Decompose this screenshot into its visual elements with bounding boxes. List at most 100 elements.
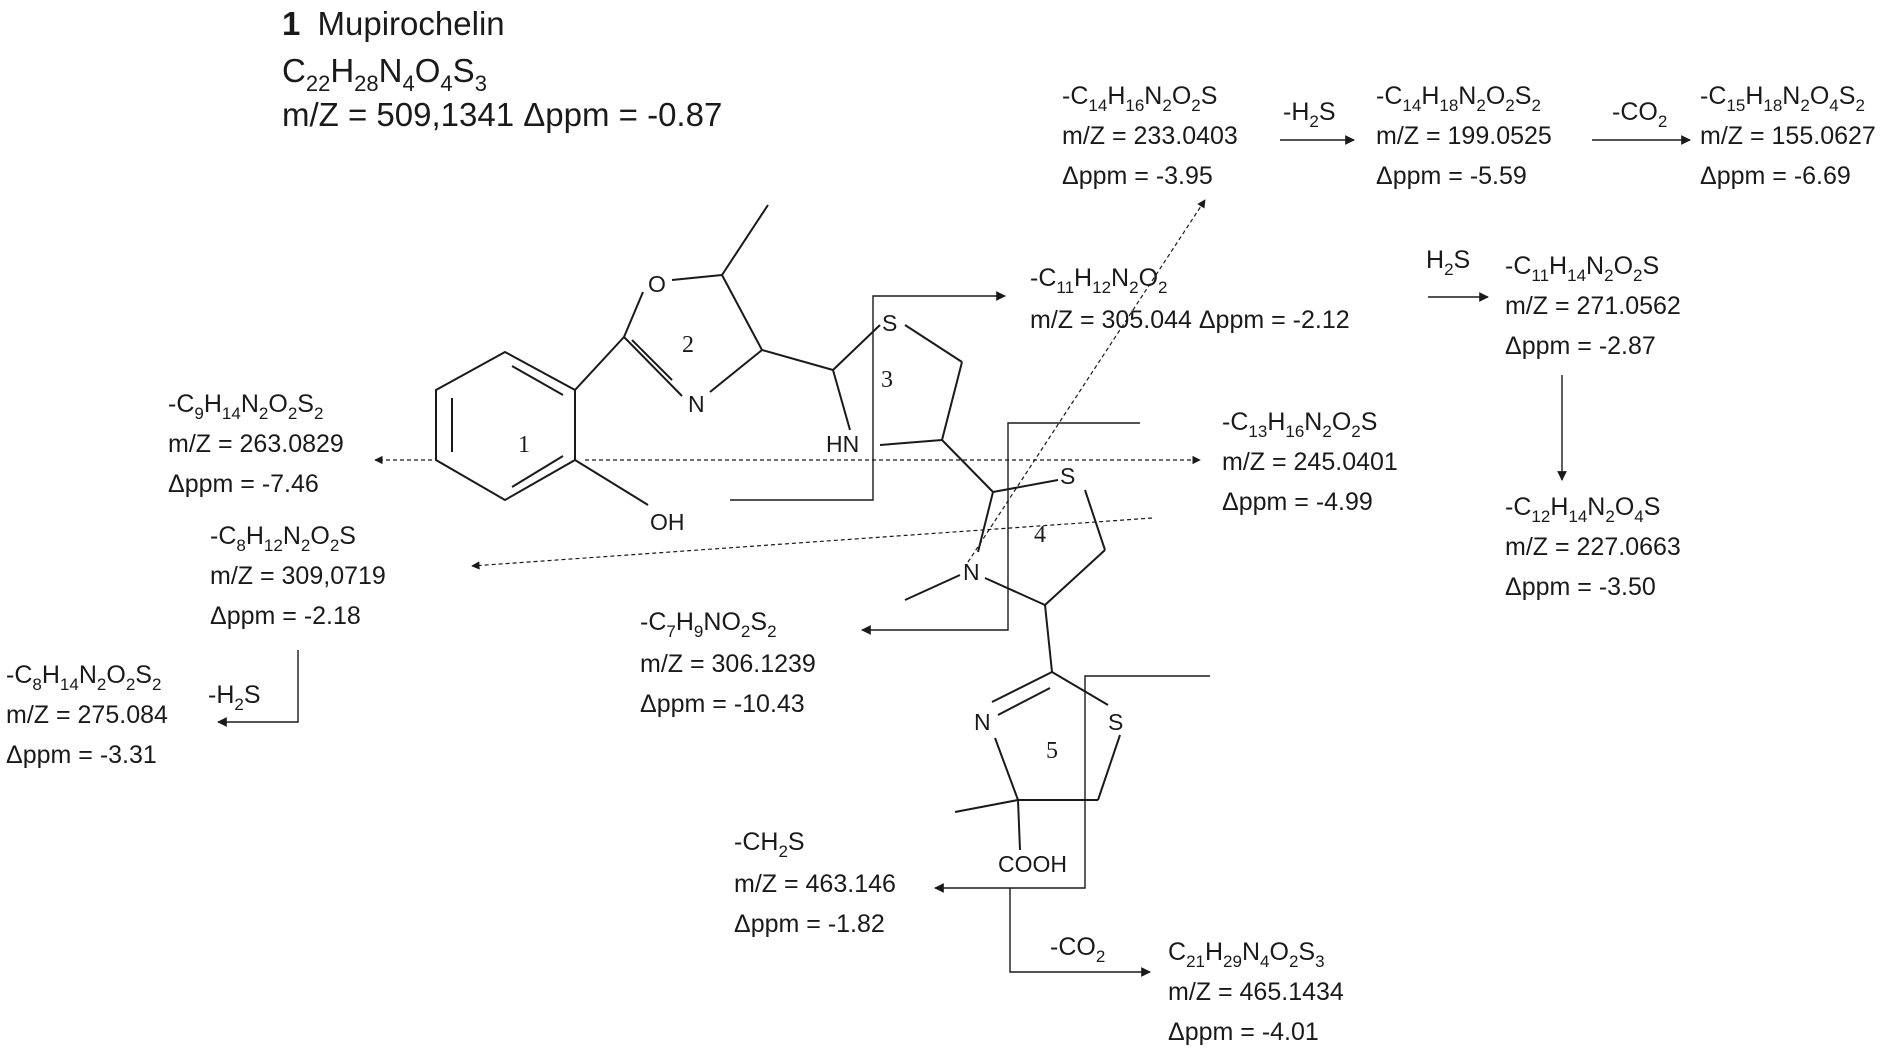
loss-label-h2s: -H2S bbox=[208, 681, 261, 714]
fragment-ppm: Δppm = -1.82 bbox=[734, 910, 885, 938]
ring-number: 2 bbox=[682, 332, 694, 358]
fragment-mz: m/Z = 463.146 bbox=[734, 870, 896, 898]
compound-number: 1 bbox=[282, 5, 300, 42]
fragment-ppm: Δppm = -7.46 bbox=[168, 470, 319, 498]
fragment-labels: -C14H16N2O2S m/Z = 233.0403 Δppm = -3.95… bbox=[6, 82, 1876, 1046]
decarboxylation-arrow bbox=[1009, 888, 1151, 977]
c-o-bond bbox=[623, 291, 644, 338]
cooh-bond bbox=[1017, 799, 1021, 851]
n-methyl-bond bbox=[904, 574, 961, 601]
cn-double-bond bbox=[623, 336, 683, 397]
s-c-bond bbox=[904, 324, 963, 363]
atom-n: N bbox=[974, 709, 991, 735]
fragmentation-arrows bbox=[217, 135, 1691, 977]
fragment-245: -C13H16N2O2S m/Z = 245.0401 Δppm = -4.99 bbox=[1222, 408, 1398, 516]
cn-double-bond-inner bbox=[997, 687, 1051, 716]
fragment-formula: -C9H14N2O2S2 bbox=[168, 390, 323, 423]
fragment-ppm: Δppm = -4.99 bbox=[1222, 488, 1373, 516]
fragment-formula: -C15H18N2O4S2 bbox=[1700, 82, 1865, 115]
fragment-ppm: Δppm = -4.01 bbox=[1168, 1018, 1319, 1046]
fragment-mz: m/Z = 465.1434 bbox=[1168, 978, 1344, 1006]
fragment-ppm: Δppm = -2.18 bbox=[210, 602, 361, 630]
fragment-ppm: Δppm = -6.69 bbox=[1700, 162, 1851, 190]
fragment-formula: -C7H9NO2S2 bbox=[640, 608, 777, 641]
cleavage-arrow bbox=[730, 291, 1006, 501]
fragment-formula: -CH2S bbox=[734, 828, 805, 861]
c-s-bond bbox=[832, 324, 881, 371]
methyl-bond bbox=[954, 799, 1019, 813]
fragment-mz: m/Z = 227.0663 bbox=[1505, 533, 1681, 561]
atom-hn: HN bbox=[826, 431, 859, 457]
compound-name: Mupirochelin bbox=[318, 5, 505, 42]
ring3-ring4-bond bbox=[941, 439, 994, 493]
c-n-bond bbox=[709, 349, 763, 393]
fragment-formula: -C11H14N2O2S bbox=[1505, 252, 1659, 285]
fragment-465: C21H29N4O2S3 m/Z = 465.1434 Δppm = -4.01 bbox=[1168, 938, 1344, 1046]
loss-label-co2: -CO2 bbox=[1612, 98, 1667, 131]
c-nh-bond bbox=[879, 439, 943, 446]
ring2-ring3-bond bbox=[761, 349, 834, 371]
benzene-ring bbox=[435, 350, 576, 502]
fragment-463: -CH2S m/Z = 463.146 Δppm = -1.82 bbox=[734, 828, 896, 938]
dashed-arrow bbox=[967, 199, 1206, 563]
fragment-mz: m/Z = 309,0719 bbox=[210, 562, 386, 590]
fragment-233: -C14H16N2O2S m/Z = 233.0403 Δppm = -3.95 bbox=[1062, 82, 1238, 190]
oh-bond bbox=[574, 459, 649, 506]
dashed-arrow bbox=[471, 517, 1153, 570]
fragment-mz: m/Z = 271.0562 bbox=[1505, 292, 1681, 320]
fragment-ppm: Δppm = -3.31 bbox=[6, 741, 157, 769]
ring-number: 4 bbox=[1034, 522, 1046, 548]
ring4-ring5-bond bbox=[1044, 604, 1053, 673]
fragment-305: -C11H12N2O2 m/Z = 305.044 Δppm = -2.12 bbox=[1030, 264, 1350, 334]
cleavage-arrow bbox=[861, 422, 1140, 635]
fragment-mz: m/Z = 263.0829 bbox=[168, 430, 344, 458]
fragment-mz: m/Z = 245.0401 bbox=[1222, 448, 1398, 476]
c-s-bond bbox=[1051, 671, 1109, 706]
atom-n: N bbox=[963, 559, 980, 585]
fragment-ppm: Δppm = -3.50 bbox=[1505, 573, 1656, 601]
fragment-ppm: Δppm = -3.95 bbox=[1062, 162, 1213, 190]
fragment-mz: m/Z = 233.0403 bbox=[1062, 122, 1238, 150]
fragment-309: -C8H12N2O2S m/Z = 309,0719 Δppm = -2.18 bbox=[210, 522, 386, 630]
fragment-formula: -C8H12N2O2S bbox=[210, 522, 356, 555]
fragment-mz: m/Z = 155.0627 bbox=[1700, 122, 1876, 150]
fragment-ppm: Δppm = -5.59 bbox=[1376, 162, 1527, 190]
fragment-mz: m/Z = 306.1239 bbox=[640, 650, 816, 678]
fragment-271: -C11H14N2O2S m/Z = 271.0562 Δppm = -2.87 bbox=[1505, 252, 1681, 360]
h2s-loss-arrow bbox=[217, 650, 299, 727]
fragment-227: -C12H14N2O4S m/Z = 227.0663 Δppm = -3.50 bbox=[1505, 493, 1681, 601]
loss-label-h2s: H2S bbox=[1426, 246, 1470, 279]
atom-o: O bbox=[648, 271, 666, 297]
molecule-structure: O N S HN OH S N N S COOH 1 2 3 4 5 bbox=[435, 204, 1123, 877]
atom-s: S bbox=[1060, 463, 1075, 489]
ring2-bond bbox=[721, 274, 763, 351]
ring3-bond bbox=[941, 361, 963, 441]
fragment-ppm: Δppm = -10.43 bbox=[640, 690, 805, 718]
ring4-bond bbox=[1044, 549, 1106, 606]
fragment-mz: m/Z = 199.0525 bbox=[1376, 122, 1552, 150]
neutral-loss-labels: -H2S -CO2 H2S -H2S -CO2 bbox=[208, 98, 1667, 966]
c-n-bond bbox=[994, 737, 1019, 801]
fragment-formula: -C8H14N2O2S2 bbox=[6, 661, 161, 694]
atom-n: N bbox=[688, 391, 705, 417]
fragment-formula: -C13H16N2O2S bbox=[1222, 408, 1377, 441]
loss-label-h2s: -H2S bbox=[1283, 98, 1336, 131]
cleavage-arrow bbox=[934, 675, 1210, 893]
c-s-bond bbox=[992, 479, 1059, 493]
fragment-formula: -C11H12N2O2 bbox=[1030, 264, 1167, 297]
fragment-199: -C14H18N2O2S2 m/Z = 199.0525 Δppm = -5.5… bbox=[1376, 82, 1552, 190]
cn-double-bond-inner bbox=[631, 339, 673, 381]
fragment-formula: -C14H16N2O2S bbox=[1062, 82, 1217, 115]
loss-label-co2: -CO2 bbox=[1050, 933, 1105, 966]
ring-number: 3 bbox=[881, 367, 893, 393]
ring-number: 1 bbox=[518, 432, 530, 458]
compound-formula: C22H28N4O4S3 bbox=[282, 52, 487, 96]
compound-title: 1 Mupirochelin bbox=[282, 5, 505, 42]
atom-s: S bbox=[1108, 709, 1123, 735]
o-c-bond bbox=[671, 274, 723, 281]
ring-number: 5 bbox=[1046, 738, 1058, 764]
atom-oh: OH bbox=[650, 509, 685, 535]
fragment-mz-ppm: m/Z = 305.044 Δppm = -2.12 bbox=[1030, 306, 1350, 334]
